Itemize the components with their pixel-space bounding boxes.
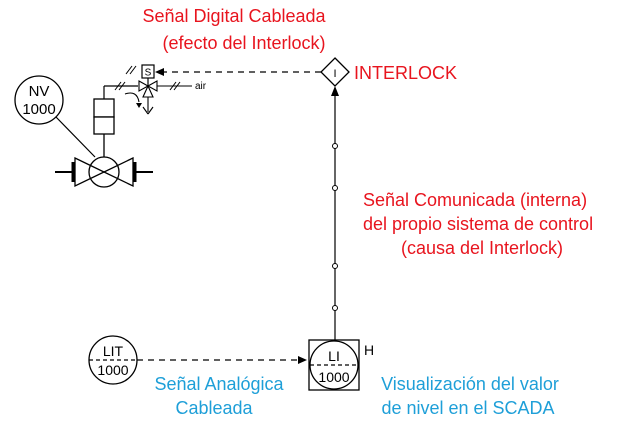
scada-label-line2: de nivel en el SCADA (381, 398, 554, 418)
valve-leader-line (55, 116, 96, 158)
valve-tag: NV (29, 83, 50, 100)
comm-link-marker (332, 143, 338, 149)
transmitter-number: 1000 (97, 362, 128, 378)
comm-link-marker (332, 185, 338, 191)
solenoid-symbol: S (145, 68, 152, 79)
communication-arrowhead (331, 86, 339, 96)
air-label: air (195, 81, 207, 92)
comm-signal-label-line3: (causa del Interlock) (401, 238, 563, 258)
digital-signal-label-line1: Señal Digital Cableada (142, 6, 326, 26)
comm-signal-label-line2: del propio sistema de control (363, 214, 593, 234)
analog-signal-label-line1: Señal Analógica (154, 374, 284, 394)
interlock-symbol: I (333, 68, 336, 80)
analog-signal-label-line2: Cableada (175, 398, 253, 418)
analog-signal-arrowhead (298, 356, 307, 364)
level-indicator-scada: LI 1000 (308, 339, 360, 391)
digital-signal-arrowhead (155, 68, 164, 76)
comm-link-marker (332, 305, 338, 311)
transmitter-tag: LIT (103, 343, 124, 359)
valve-instrument-bubble: NV 1000 (14, 75, 64, 125)
comm-signal-label-line1: Señal Comunicada (interna) (363, 190, 587, 210)
solenoid-valve: S (124, 64, 192, 115)
interlock-label: INTERLOCK (354, 63, 457, 83)
indicator-tag: LI (328, 348, 340, 364)
valve-actuator (93, 81, 138, 135)
control-valve (55, 134, 153, 188)
comm-link-marker (332, 263, 338, 269)
interlock-diamond: I (320, 57, 350, 87)
level-transmitter-bubble: LIT 1000 (88, 335, 138, 385)
indicator-number: 1000 (318, 369, 349, 385)
valve-number: 1000 (22, 101, 55, 118)
indicator-alarm-high: H (364, 342, 374, 358)
digital-signal-label-line2: (efecto del Interlock) (162, 33, 325, 53)
scada-label-line1: Visualización del valor (381, 374, 559, 394)
